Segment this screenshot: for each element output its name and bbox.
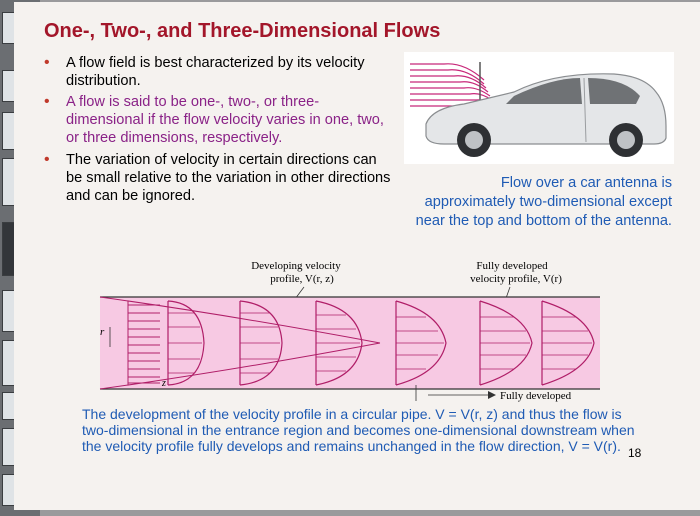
bullet-dot-icon: • <box>44 54 50 71</box>
r-axis-label: r <box>100 326 105 338</box>
slide-canvas: One-, Two-, and Three-Dimensional Flows … <box>14 2 700 510</box>
car-window-rear <box>588 78 640 104</box>
bullet-list: • A flow field is best characterized by … <box>36 54 396 205</box>
car-door-line <box>583 77 587 143</box>
z-axis-label: z <box>161 378 166 389</box>
developing-label-line1: Developing velocity <box>251 260 341 272</box>
bullet-dot-icon: • <box>44 93 50 110</box>
car-illustration <box>410 62 667 157</box>
fully-developed-label-line2: velocity profile, V(r) <box>470 273 562 285</box>
bullet-text: A flow field is best characterized by it… <box>66 55 365 89</box>
bullet-text: The variation of velocity in certain dir… <box>66 152 391 204</box>
inlet-uniform-profile <box>128 304 160 384</box>
bullet-dot-icon: • <box>44 151 50 168</box>
velocity-profile-figure: Developing velocity profile, V(r, z) Ful… <box>99 260 600 402</box>
fully-developed-label-line1: Fully developed <box>476 260 548 272</box>
car-window-front <box>506 78 582 104</box>
bullet-item: • A flow field is best characterized by … <box>36 54 396 90</box>
bullet-text: A flow is said to be one-, two-, or thre… <box>66 94 384 146</box>
car-image <box>404 52 674 164</box>
figure-caption: The development of the velocity profile … <box>82 406 635 454</box>
bullet-item: • A flow is said to be one-, two-, or th… <box>36 93 396 147</box>
bullet-item: • The variation of velocity in certain d… <box>36 151 396 205</box>
pipe-diagram: Developing velocity profile, V(r, z) Ful… <box>80 255 606 405</box>
developing-label-line2: profile, V(r, z) <box>270 273 334 285</box>
profile-arrows <box>168 312 444 374</box>
slide-title: One-, Two-, and Three-Dimensional Flows <box>44 20 441 42</box>
boundary-layer-top <box>99 296 381 344</box>
fully-developed-marker: Fully developed <box>500 390 572 402</box>
page-number: 18 <box>628 446 642 460</box>
boundary-layer-bottom <box>99 342 381 390</box>
car-antenna-caption: Flow over a car antenna is approximately… <box>415 175 672 229</box>
